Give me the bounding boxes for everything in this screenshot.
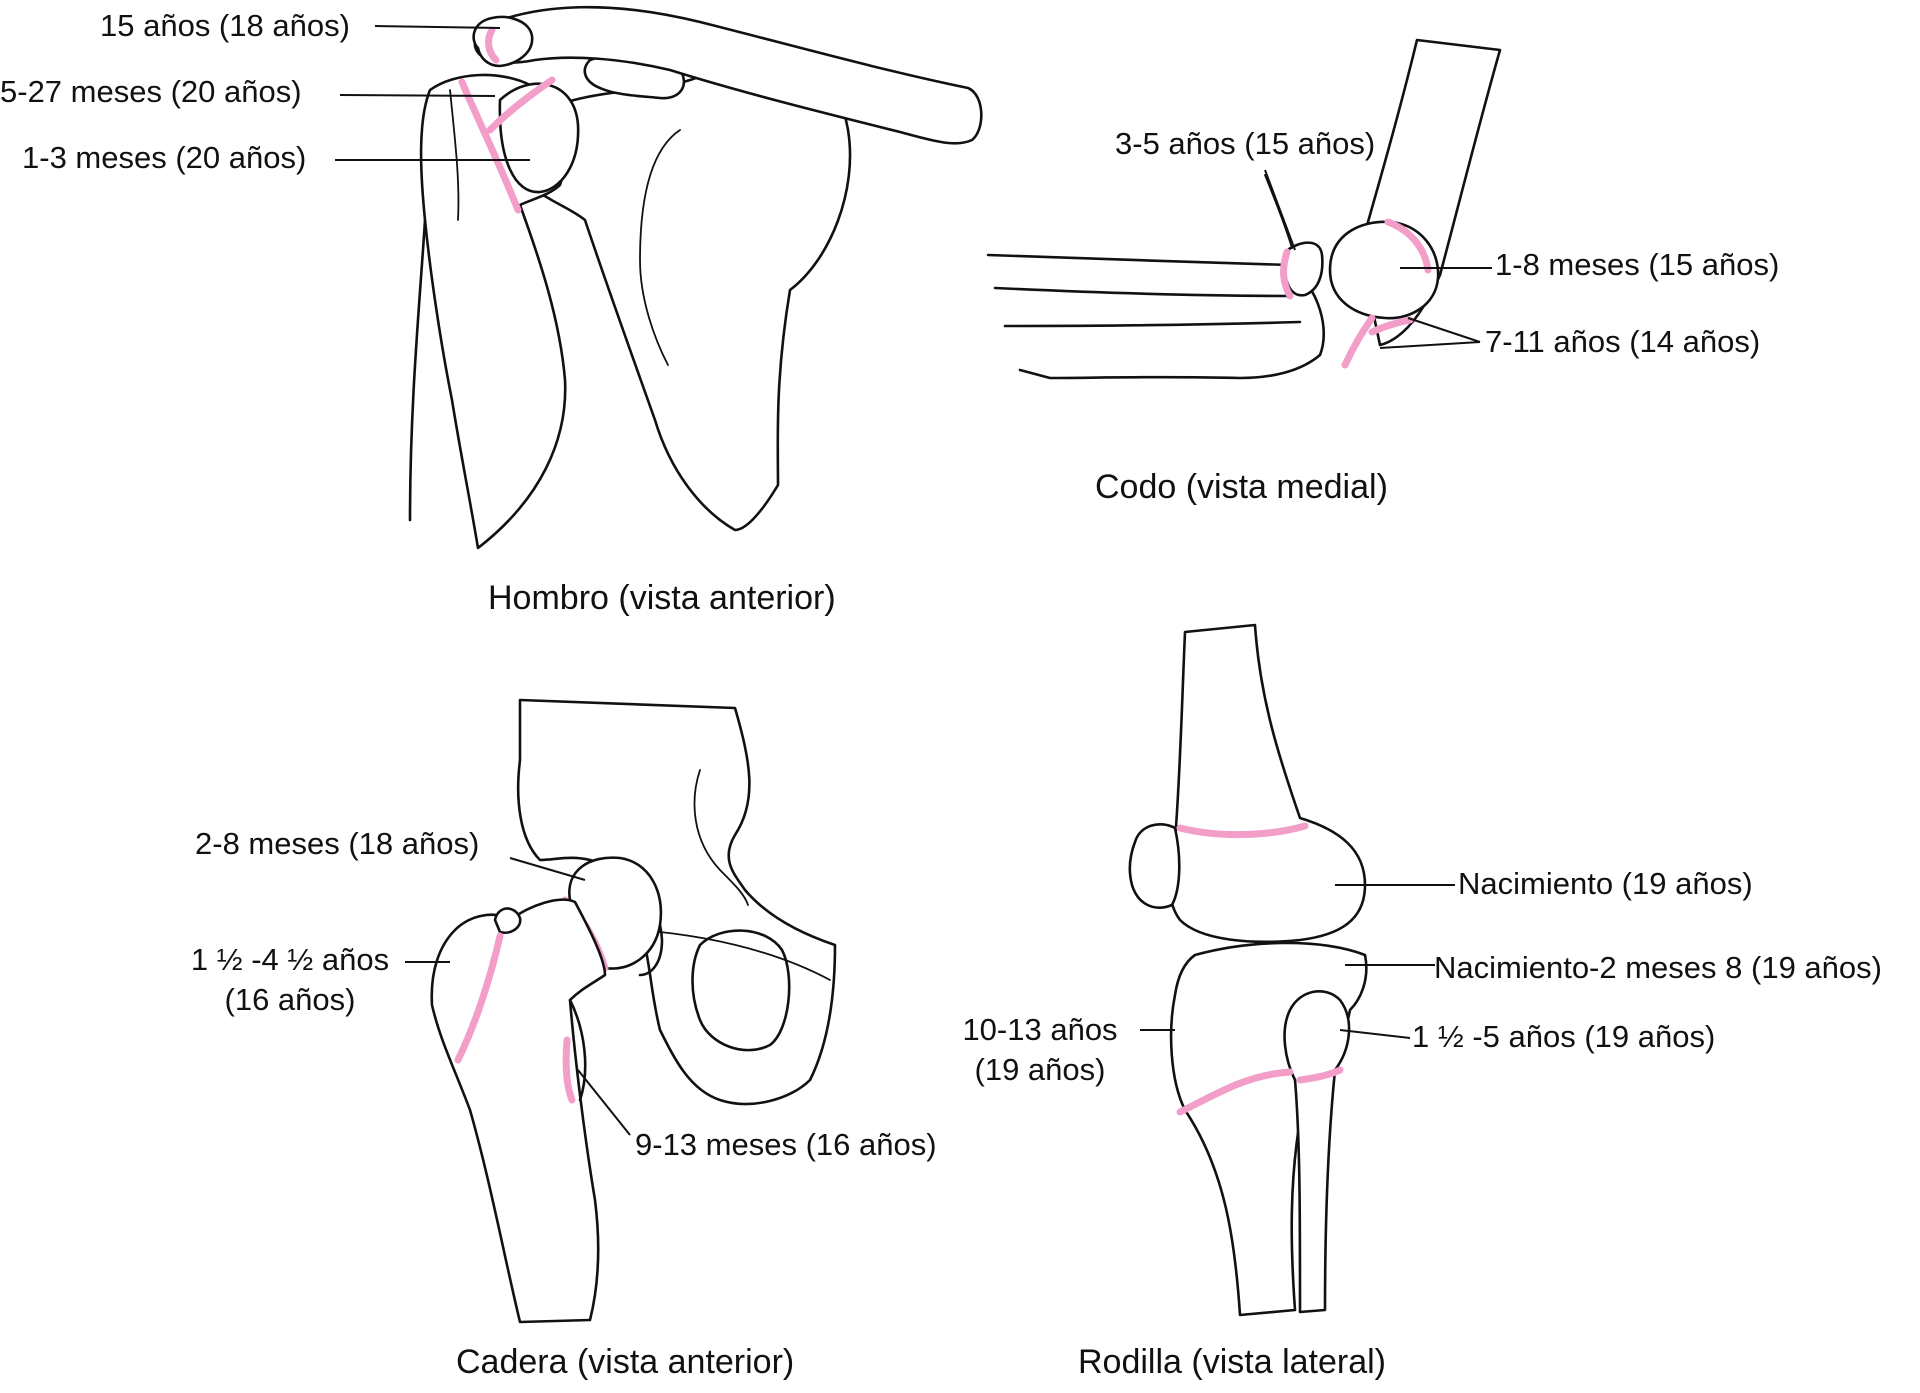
- knee-label-tibial-tuberosity: 10-13 años: [962, 1012, 1118, 1047]
- trochlea-plate-a: [1341, 314, 1376, 369]
- humerus-proximal-plate: [458, 78, 522, 214]
- shoulder-illustration: [335, 5, 983, 550]
- radius-lower: [1003, 320, 1302, 328]
- humerus-shaft-left: [408, 218, 427, 522]
- elbow-leader-3a: [1407, 317, 1481, 343]
- proximal-fibula-plate: [1296, 1066, 1344, 1084]
- shoulder-label-greater-tuberosity: 5-27 meses (20 años): [0, 74, 302, 109]
- hip-label-greater-trochanter-age: (16 años): [224, 982, 356, 1017]
- clavicle: [473, 5, 983, 145]
- shoulder-label-acromion: 15 años (18 años): [100, 8, 350, 43]
- pelvis: [516, 698, 837, 1106]
- elbow-leader-1: [1264, 169, 1296, 251]
- capitellum-plate: [1384, 218, 1432, 274]
- elbow-caption: Codo (vista medial): [1095, 468, 1388, 506]
- hip-label-greater-trochanter: 1 ½ -4 ½ años: [190, 942, 390, 977]
- hip-leader-3: [577, 1069, 631, 1136]
- shoulder-label-humeral-head: 1-3 meses (20 años): [22, 140, 307, 175]
- iliac-inner-line: [693, 769, 749, 906]
- humeral-head-plate: [486, 76, 556, 134]
- elbow-leader-3b: [1379, 341, 1481, 349]
- greater-trochanter: [493, 907, 522, 934]
- patella: [1128, 823, 1181, 909]
- elbow-label-trochlea: 7-11 años (14 años): [1485, 324, 1761, 359]
- ulna: [986, 253, 1326, 380]
- distal-femur-plate: [1176, 822, 1309, 839]
- elbow-illustration: [986, 38, 1502, 380]
- lesser-trochanter: [568, 998, 587, 1102]
- shoulder-leader-2: [339, 94, 496, 97]
- shoulder-leader-1: [374, 25, 501, 29]
- knee-illustration: [1128, 623, 1455, 1317]
- lesser-trochanter-plate: [562, 1036, 576, 1104]
- radius-upper: [993, 286, 1292, 298]
- scapula-spine-line: [639, 129, 681, 366]
- knee-label-proximal-tibia: Nacimiento-2 meses 8 (19 años): [1434, 950, 1882, 985]
- humerus-inner-line: [449, 89, 460, 221]
- proximal-tibia-plate: [1176, 1068, 1294, 1116]
- knee-leader-4: [1339, 1029, 1411, 1039]
- knee-caption: Rodilla (vista lateral): [1078, 1343, 1386, 1381]
- knee-label-tibial-tuberosity-age: (19 años): [974, 1052, 1106, 1087]
- knee-femur: [1167, 623, 1367, 944]
- hip-illustration: [405, 698, 837, 1324]
- knee-label-distal-femur: Nacimiento (19 años): [1458, 866, 1753, 901]
- obturator-foramen: [691, 929, 791, 1052]
- hip-label-lesser-trochanter: 9-13 meses (16 años): [635, 1127, 937, 1162]
- knee-label-fibula-head: 1 ½ -5 años (19 años): [1412, 1019, 1716, 1054]
- acromion-growth-plate: [485, 26, 500, 64]
- shoulder-caption: Hombro (vista anterior): [488, 579, 836, 617]
- hip-caption: Cadera (vista anterior): [456, 1343, 795, 1381]
- trochlea-plate-b: [1368, 316, 1414, 336]
- hip-leader-1: [509, 857, 586, 881]
- capitellum: [1328, 220, 1440, 320]
- hip-label-femoral-head: 2-8 meses (18 años): [195, 826, 480, 861]
- olecranon-edge: [1264, 174, 1293, 249]
- elbow-label-capitellum: 1-8 meses (15 años): [1495, 247, 1780, 282]
- femur: [430, 898, 607, 1324]
- elbow-label-medial-epicondyle: 3-5 años (15 años): [1115, 126, 1376, 161]
- epicondyle-plate: [1280, 248, 1294, 300]
- greater-trochanter-plate: [454, 932, 504, 1064]
